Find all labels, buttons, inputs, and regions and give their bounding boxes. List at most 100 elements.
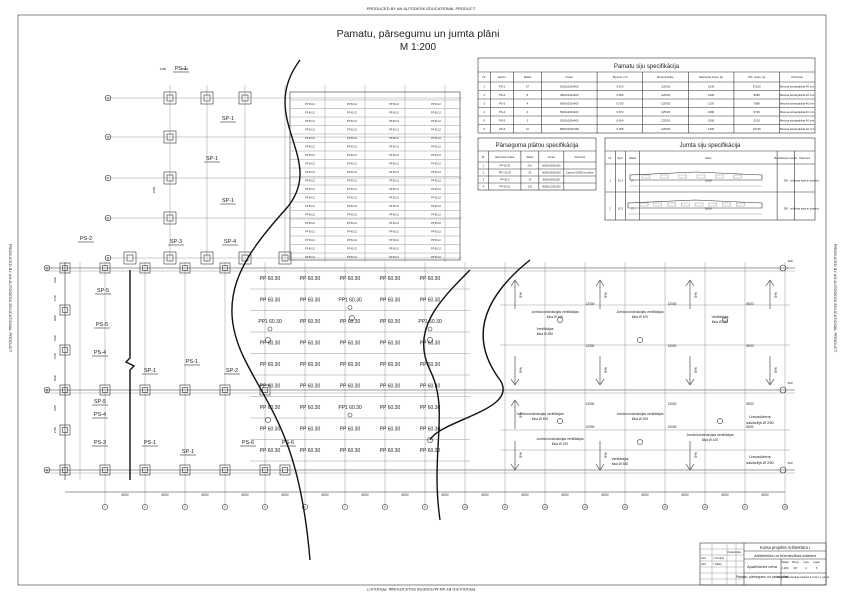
slab-label: PP 60.30 [300,341,321,347]
slope-arrowhead-icon [685,378,695,386]
table-header: Izmēri [548,155,555,159]
element-label: SP-1 [182,449,194,455]
title-block-stage-header: Lapa [803,561,809,564]
foundation-pad [179,464,191,476]
column-axis-label: 7 [344,505,346,509]
column-axis-bubble [582,504,588,510]
slab-label: PP 60.30 [260,384,281,390]
title-block-building: Apartbūves ceha [747,564,778,569]
upper-slab-label: PP 60.12 [347,180,357,183]
slab-spec-table: Pārseguma plātņu specifikācijaNr.Element… [477,137,597,191]
title-block-org: LLU IF Būvniecības katedra 3. kurss 1. g… [777,575,830,579]
lower-axis-label: C [46,266,49,270]
foundation-pad [59,424,71,436]
foundation-pad [99,262,111,274]
table-cell: 4800x200x400 [560,93,579,97]
beam-opening [641,174,651,179]
watermark-bottom: PRODUCED BY AN AUTODESK EDUCATIONAL PROD… [366,587,475,592]
foundation-pad-inner [222,467,228,473]
slab-label: PP 60.30 [380,448,401,454]
upper-slab-label: PP 60.12 [305,137,315,140]
upper-slab-label: PP 60.12 [431,222,441,225]
dimension-label: 3450 [53,404,57,411]
vent-opening-icon [557,317,563,323]
axis-bubble [104,214,112,222]
drain-dimension: 300 [787,259,792,263]
upper-slab-label: PP 60.12 [389,163,399,166]
foundation-pad [163,211,177,225]
title-block-role-1: Izstr. [701,556,707,560]
dimension-label: 6000 [561,493,568,497]
slab-opening-icon [427,326,433,332]
table-cell: Betona aizsargkārta 40 mm [780,118,815,122]
upper-slab-label: PP 60.12 [305,112,315,115]
axis-bubble [104,133,112,141]
foundation-pad [99,464,111,476]
foundation-pad [59,384,71,396]
roof-annotation: Jumta konstrukcijas ventilācijas [516,412,564,416]
table-header: Apzīm. [498,75,507,79]
lower-axis-label: A [46,468,49,472]
table-cell: 300 [784,178,789,182]
dimension-label: 6000 [361,493,368,497]
column-axis-bubble [462,504,468,510]
upper-slab-label: PP 60.12 [347,163,357,166]
element-label: SP-1 [206,156,218,162]
upper-slab-label: PP 60.12 [431,171,441,174]
table-header: Tilpums, m3 [612,75,628,79]
roof-dimension: 8000 [746,425,753,429]
roof-annotation: lūka Ø 350 [612,462,629,466]
upper-axis-label: D [107,256,110,260]
upper-slab-label: PP 60.12 [347,137,357,140]
upper-slab-label: PP 60.12 [347,120,357,123]
slab-label: PP 60.30 [300,298,321,304]
slope-arrowhead-icon [685,279,695,287]
beam-opening [639,202,649,207]
foundation-pad-inner [166,174,174,182]
slope-arrowhead-icon [595,279,605,287]
dimension-label: 6000 [401,493,408,497]
table-cell: 0,560 [616,93,623,97]
upper-slab-label: PP 60.12 [347,256,357,259]
foundation-pad [278,251,292,265]
table-cell: 1280 [708,93,715,97]
table-cell: PS-1 [499,84,506,88]
foundation-pad [59,344,71,356]
foundation-pad [200,91,214,105]
break-line-roof [429,259,531,441]
table-header: Nr. [483,75,487,79]
dimension-label: 6000 [721,493,728,497]
table-header: Piezīmes [792,75,804,79]
slab-label: PP 60.30 [420,341,441,347]
roof-annotation: lūka Ø 100 [532,417,549,421]
slope-label: 5% [603,292,608,298]
table-cell: 0,510 [616,84,623,88]
foundation-pad [59,262,71,274]
roof-annotation: Ventilācijas [537,327,554,331]
slab-label: PP 60.30 [340,319,361,325]
upper-slab-label: PP 60.12 [305,154,315,157]
table-cell: 4 [527,110,529,114]
slope-arrowhead-icon [595,463,605,471]
table-cell: 1 [483,163,485,167]
column-axis-label: 4 [224,505,226,509]
table-cell: 12 [526,127,530,131]
slab-label: PP 60.30 [340,427,361,433]
column-axis-bubble [702,504,708,510]
table-cell: PS-2 [499,93,506,97]
dimension-label: 1350 [182,67,189,71]
slab-label: PP 60.30 [340,276,361,282]
drain-icon [779,466,787,474]
dimension-label: 3400 [53,276,57,283]
beam-opening [653,202,662,207]
column-axis-bubble [622,504,628,510]
element-label: SP-4 [224,239,236,245]
upper-slab-label: PP 60.12 [389,239,399,242]
table-cell: Betona aizsargkārta 40 mm [780,84,815,88]
roof-annotation: lūka Ø 100 [632,417,649,421]
upper-slab-label: PP 60.12 [305,146,315,149]
vent-opening-icon [637,337,643,343]
table-cell: 4 [484,110,486,114]
table-header: Pilz. svars, kg [748,75,766,79]
